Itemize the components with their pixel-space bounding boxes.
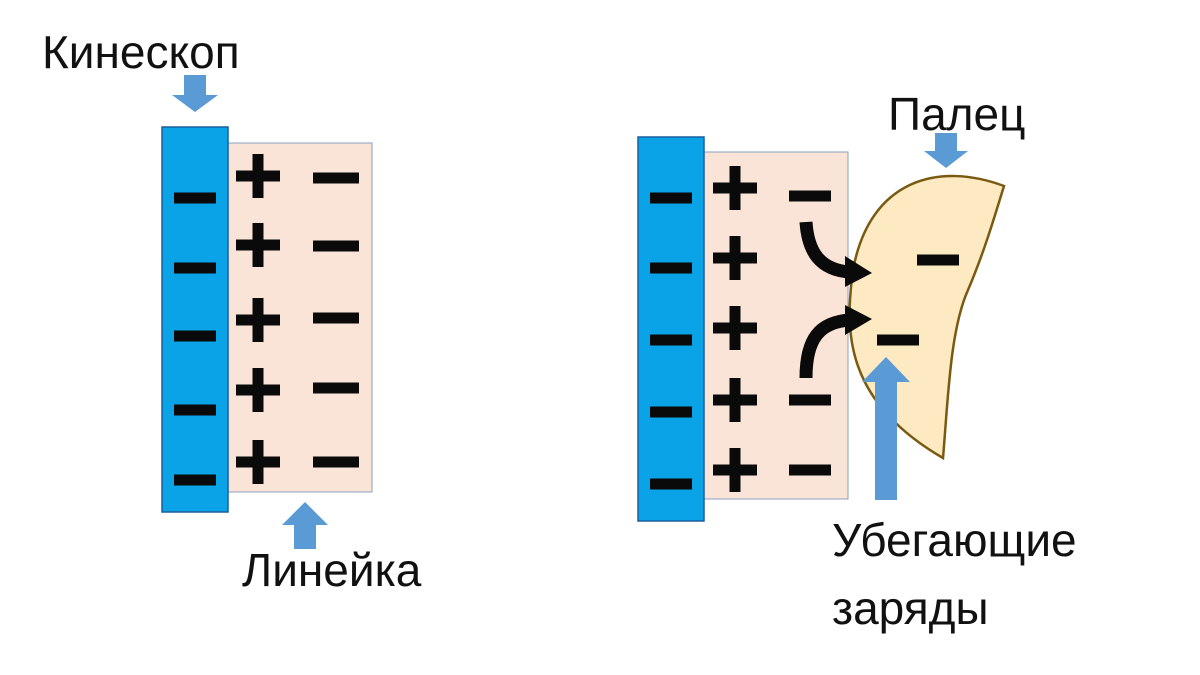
right-panel	[637, 133, 1006, 522]
up-arrow-icon	[862, 357, 910, 500]
ruler-negative-charge	[313, 456, 359, 468]
up-arrow-icon	[282, 502, 328, 549]
screen-negative-charge	[174, 262, 216, 274]
screen-negative-charge	[650, 192, 692, 204]
kinescope-label: Кинескоп	[42, 26, 240, 78]
ruler-negative-charge	[313, 312, 359, 324]
left-panel	[161, 75, 373, 549]
down-arrow-icon	[924, 133, 968, 168]
ruler-positive-charge	[713, 306, 757, 350]
ruler-positive-charge	[713, 236, 757, 280]
ruler-positive-charge	[236, 368, 280, 412]
escaping-charges-label-line2: заряды	[832, 582, 989, 634]
down-arrow-icon	[172, 75, 218, 112]
screen-negative-charge	[650, 406, 692, 418]
screen-negative-charge	[650, 334, 692, 346]
ruler-negative-charge	[789, 464, 831, 476]
finger-label: Палец	[888, 88, 1026, 140]
finger-negative-charge	[877, 334, 919, 346]
escaping-charges-label-line1: Убегающие	[832, 514, 1077, 566]
ruler-negative-charge	[789, 190, 831, 202]
screen-negative-charge	[174, 404, 216, 416]
ruler-negative-charge	[313, 382, 359, 394]
screen-negative-charge	[174, 192, 216, 204]
finger-shape	[848, 174, 1006, 461]
escape-arrow-lower	[799, 305, 872, 379]
left-charges	[174, 154, 359, 486]
ruler-negative-charge	[789, 394, 831, 406]
ruler-label: Линейка	[242, 544, 422, 596]
ruler-positive-charge	[236, 440, 280, 484]
finger-negative-charge	[917, 254, 959, 266]
left-screen	[161, 126, 229, 513]
ruler-positive-charge	[236, 154, 280, 198]
right-charges	[650, 166, 959, 492]
ruler-positive-charge	[713, 378, 757, 422]
escape-arrow-upper	[799, 221, 872, 287]
ruler-positive-charge	[713, 166, 757, 210]
ruler-positive-charge	[713, 448, 757, 492]
ruler-positive-charge	[236, 298, 280, 342]
screen-negative-charge	[650, 478, 692, 490]
ruler-negative-charge	[313, 240, 359, 252]
screen-negative-charge	[174, 330, 216, 342]
ruler-negative-charge	[313, 172, 359, 184]
screen-negative-charge	[650, 262, 692, 274]
ruler-positive-charge	[236, 223, 280, 267]
screen-negative-charge	[174, 474, 216, 486]
